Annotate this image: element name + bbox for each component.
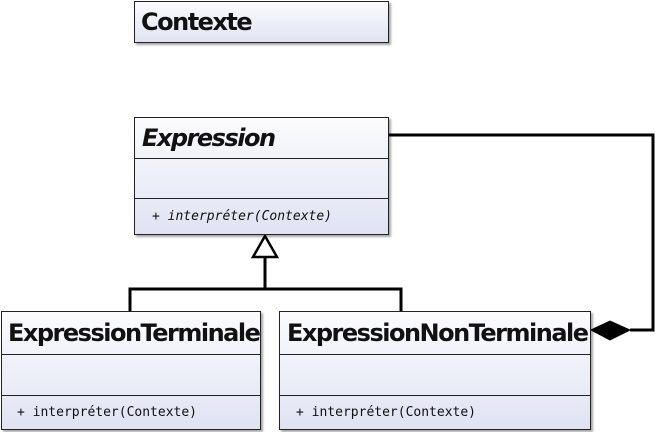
- composition-line: [389, 133, 655, 332]
- class-expression-non-terminale[interactable]: ExpressionNonTerminale + interpréter(Con…: [279, 311, 591, 430]
- class-name-contexte: Contexte: [141, 8, 253, 36]
- generalization-arrowhead: [250, 233, 280, 259]
- generalization-line-terminale: [128, 257, 267, 311]
- class-contexte[interactable]: Contexte: [134, 1, 389, 43]
- operations-compartment-terminale: + interpréter(Contexte): [2, 395, 260, 429]
- generalization-line-nonterminale: [265, 287, 403, 311]
- operation-interpreter-nonterminale: + interpréter(Contexte): [296, 405, 477, 420]
- composition-diamond: [589, 320, 632, 341]
- attributes-compartment-terminale: [2, 354, 260, 395]
- class-name-expression-terminale: ExpressionTerminale: [8, 319, 260, 347]
- operations-compartment-nonterminale: + interpréter(Contexte): [280, 395, 590, 429]
- attributes-compartment-expression: [135, 158, 388, 198]
- attributes-compartment-nonterminale: [280, 354, 590, 395]
- operations-compartment-expression: + interpréter(Contexte): [135, 198, 388, 234]
- operation-interpreter-expression: + interpréter(Contexte): [152, 209, 333, 224]
- operation-interpreter-terminale: + interpréter(Contexte): [17, 405, 198, 420]
- class-name-expression: Expression: [142, 124, 276, 152]
- class-expression-terminale[interactable]: ExpressionTerminale + interpréter(Contex…: [1, 311, 261, 430]
- class-expression[interactable]: Expression + interpréter(Contexte): [134, 117, 389, 235]
- class-name-expression-non-terminale: ExpressionNonTerminale: [287, 319, 589, 347]
